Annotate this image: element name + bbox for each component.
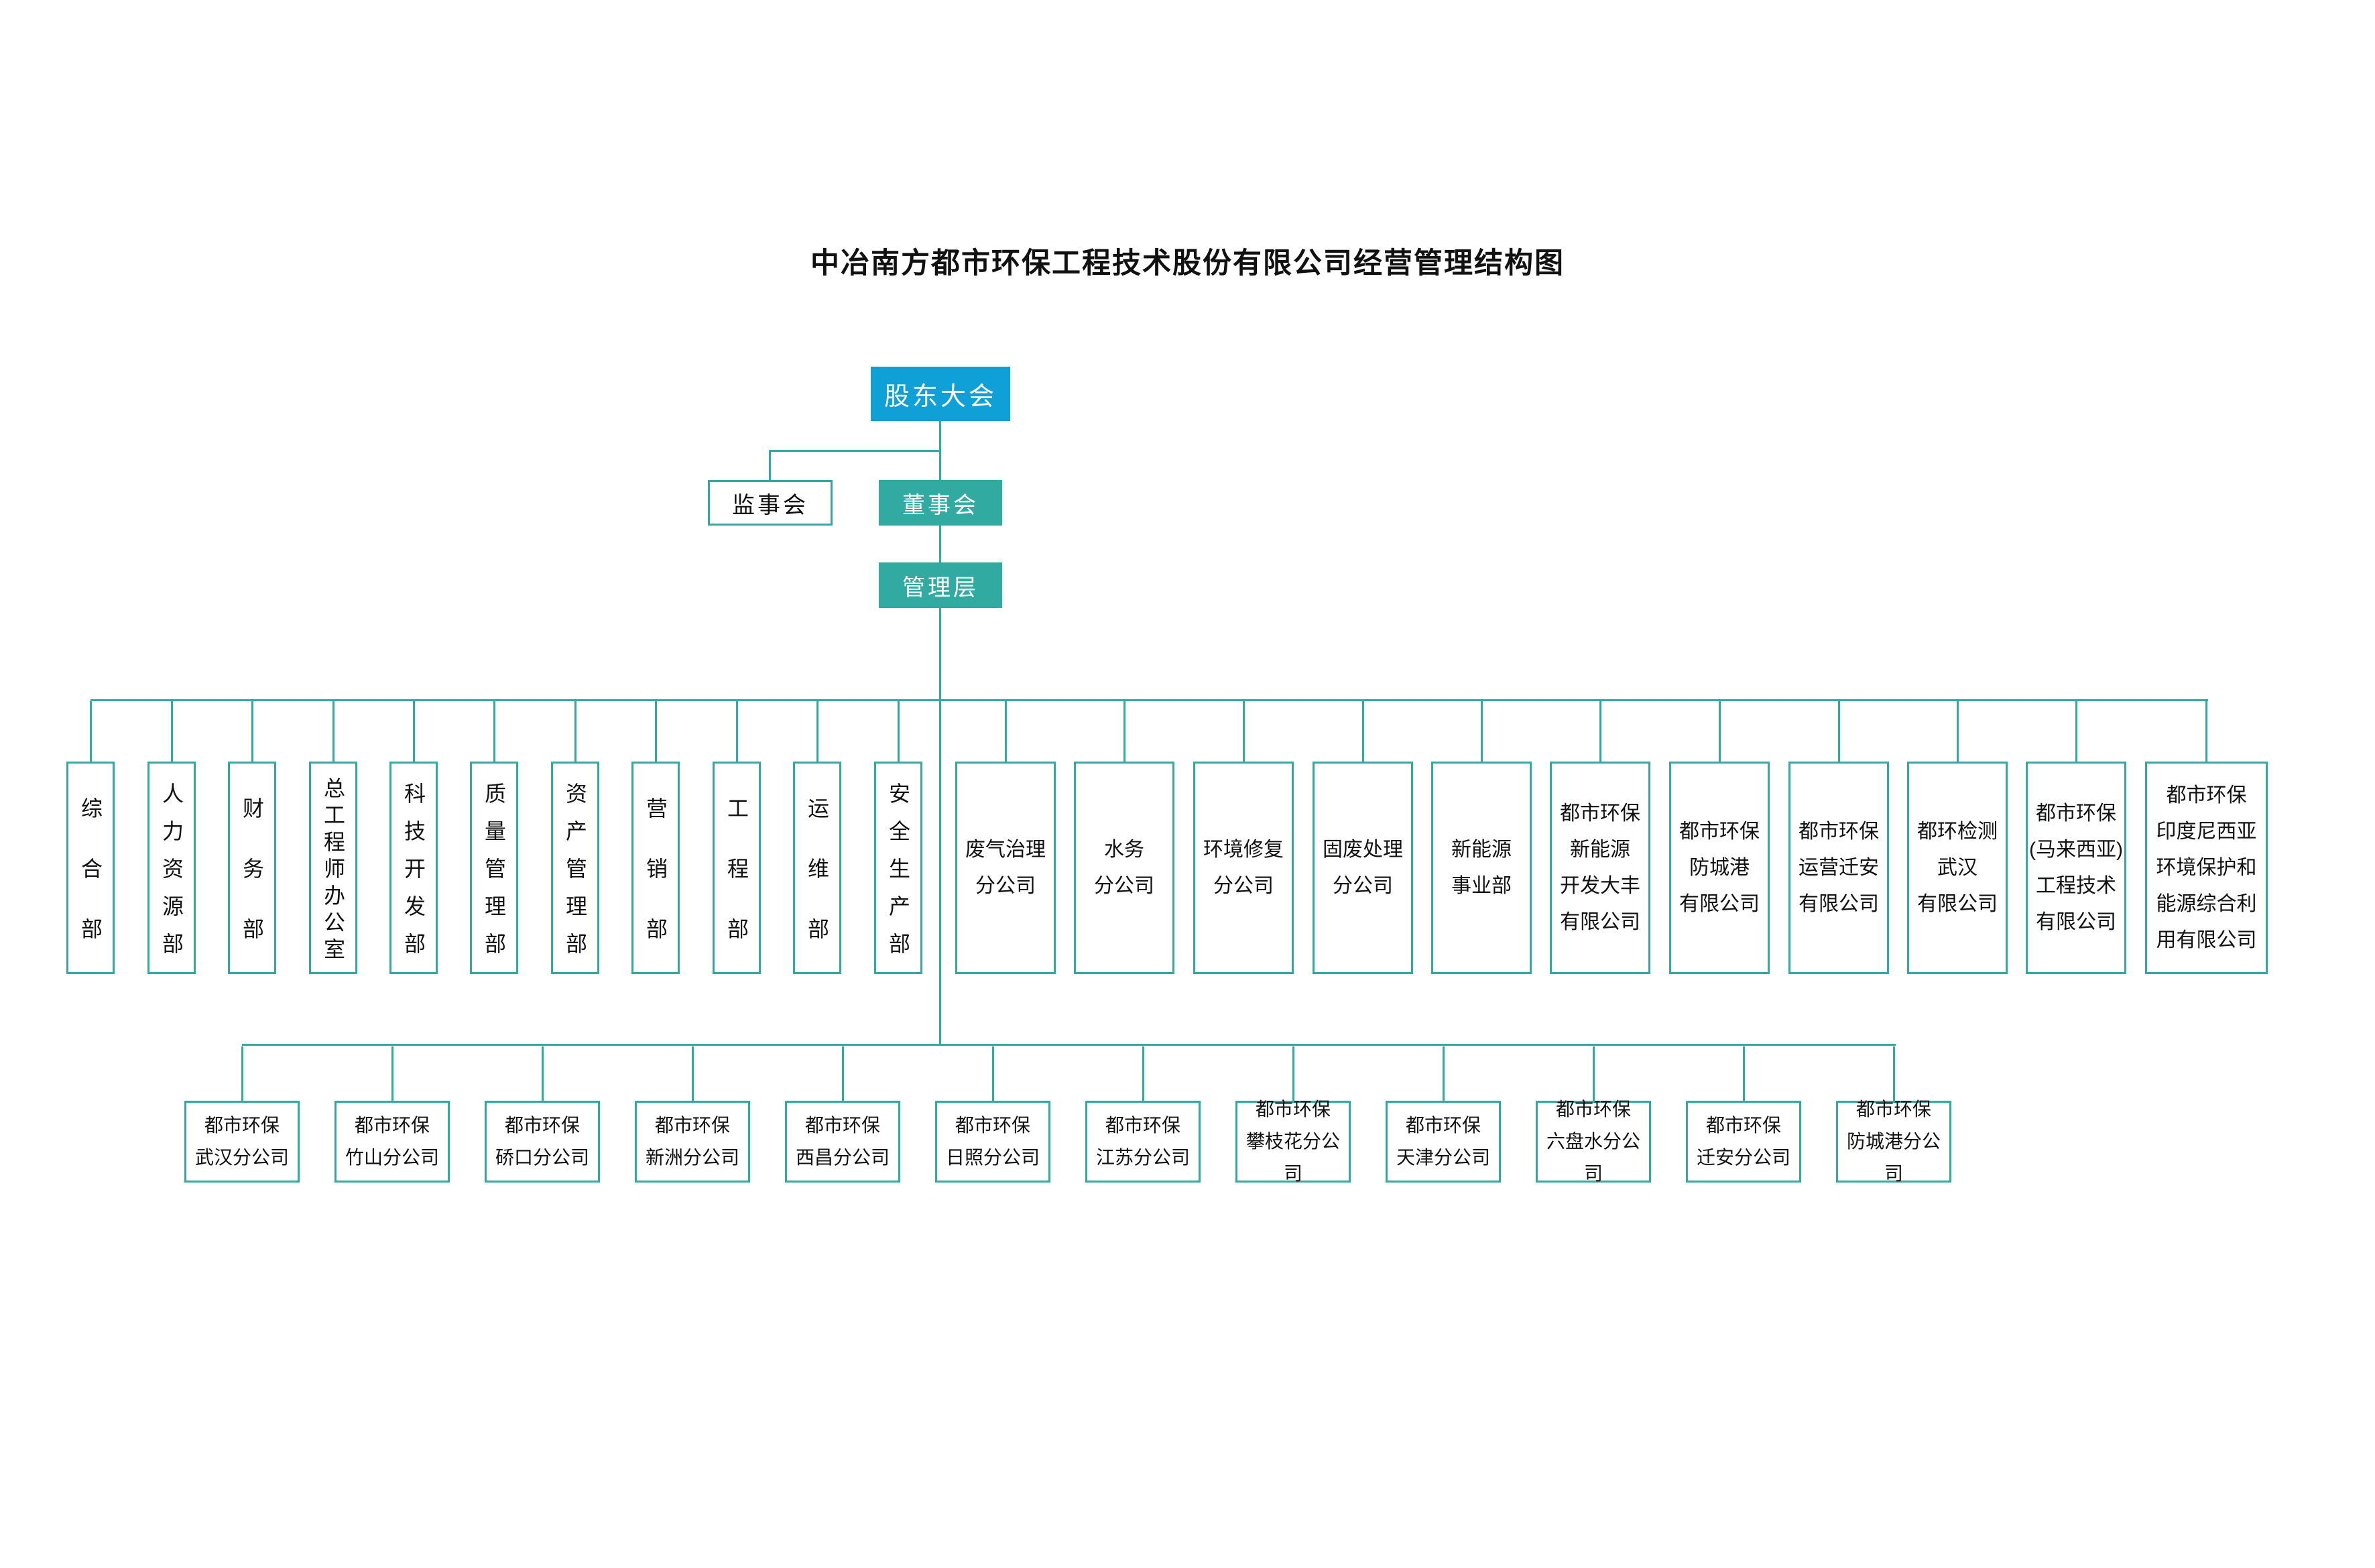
branch-box: 都市环保 新洲分公司 xyxy=(635,1046,750,1183)
branch-box: 都市环保 西昌分公司 xyxy=(785,1046,900,1183)
supervisory-board-box: 监事会 xyxy=(708,480,833,526)
connector-management-rail1 xyxy=(939,608,941,701)
connector-supervisory-drop xyxy=(769,450,771,480)
department-label: 质量管理部 xyxy=(482,782,506,970)
department-box: 科技开发部 xyxy=(389,701,438,974)
department-label: 科技开发部 xyxy=(402,782,426,970)
department-box: 总工程师办公室 xyxy=(309,701,357,974)
rail-row2 xyxy=(242,1044,1896,1046)
division-box: 都市环保 防城港 有限公司 xyxy=(1669,701,1770,974)
division-box: 都环检测 武汉 有限公司 xyxy=(1907,701,2008,974)
department-box: 资产管理部 xyxy=(551,701,599,974)
branch-box: 都市环保 硚口分公司 xyxy=(485,1046,600,1183)
page-title: 中冶南方都市环保工程技术股份有限公司经营管理结构图 xyxy=(810,247,1565,280)
department-label: 运维部 xyxy=(805,796,829,978)
department-box: 营销部 xyxy=(631,701,680,978)
department-label: 财务部 xyxy=(240,796,264,978)
department-label: 工程部 xyxy=(725,796,749,978)
division-box: 都市环保 新能源 开发大丰 有限公司 xyxy=(1550,701,1650,974)
rail-row1 xyxy=(90,699,2208,701)
division-box: 都市环保 (马来西亚) 工程技术 有限公司 xyxy=(2026,701,2126,974)
department-box: 质量管理部 xyxy=(470,701,518,974)
division-box: 水务 分公司 xyxy=(1074,701,1174,974)
department-label: 营销部 xyxy=(644,796,668,978)
branch-box: 都市环保 迁安分公司 xyxy=(1686,1046,1801,1183)
branch-box: 都市环保 日照分公司 xyxy=(935,1046,1050,1183)
division-box: 环境修复 分公司 xyxy=(1193,701,1294,974)
division-box: 新能源 事业部 xyxy=(1431,701,1532,974)
board-of-directors-box: 董事会 xyxy=(879,480,1002,526)
department-label: 资产管理部 xyxy=(563,782,587,970)
connector-rail1-rail2 xyxy=(939,701,941,1044)
branch-box: 都市环保 防城港分公司 xyxy=(1836,1046,1951,1184)
division-box: 都市环保 运营迁安 有限公司 xyxy=(1788,701,1889,974)
department-label: 综合部 xyxy=(78,796,103,978)
branch-box: 都市环保 攀枝花分公司 xyxy=(1235,1046,1351,1184)
branch-box: 都市环保 武汉分公司 xyxy=(184,1046,300,1183)
department-label: 总工程师办公室 xyxy=(321,776,345,965)
department-box: 运维部 xyxy=(793,701,841,978)
shareholders-meeting-box: 股东大会 xyxy=(871,367,1010,421)
division-box: 都市环保 印度尼西亚 环境保护和 能源综合利 用有限公司 xyxy=(2145,701,2268,974)
department-label: 安全生产部 xyxy=(886,782,910,970)
branch-box: 都市环保 竹山分公司 xyxy=(334,1046,450,1183)
branch-box: 都市环保 六盘水分公司 xyxy=(1536,1046,1651,1184)
department-box: 财务部 xyxy=(228,701,276,978)
branch-box: 都市环保 天津分公司 xyxy=(1386,1046,1501,1183)
connector-supervisory-rail xyxy=(769,450,941,452)
management-box: 管理层 xyxy=(879,562,1002,608)
department-box: 人力资源部 xyxy=(147,701,196,974)
branch-box: 都市环保 江苏分公司 xyxy=(1085,1046,1201,1183)
department-label: 人力资源部 xyxy=(160,782,184,970)
connector-board-management xyxy=(939,526,941,562)
division-box: 固废处理 分公司 xyxy=(1313,701,1413,974)
department-box: 综合部 xyxy=(66,701,115,978)
division-box: 废气治理 分公司 xyxy=(955,701,1056,974)
department-box: 安全生产部 xyxy=(874,701,922,974)
department-box: 工程部 xyxy=(713,701,761,978)
